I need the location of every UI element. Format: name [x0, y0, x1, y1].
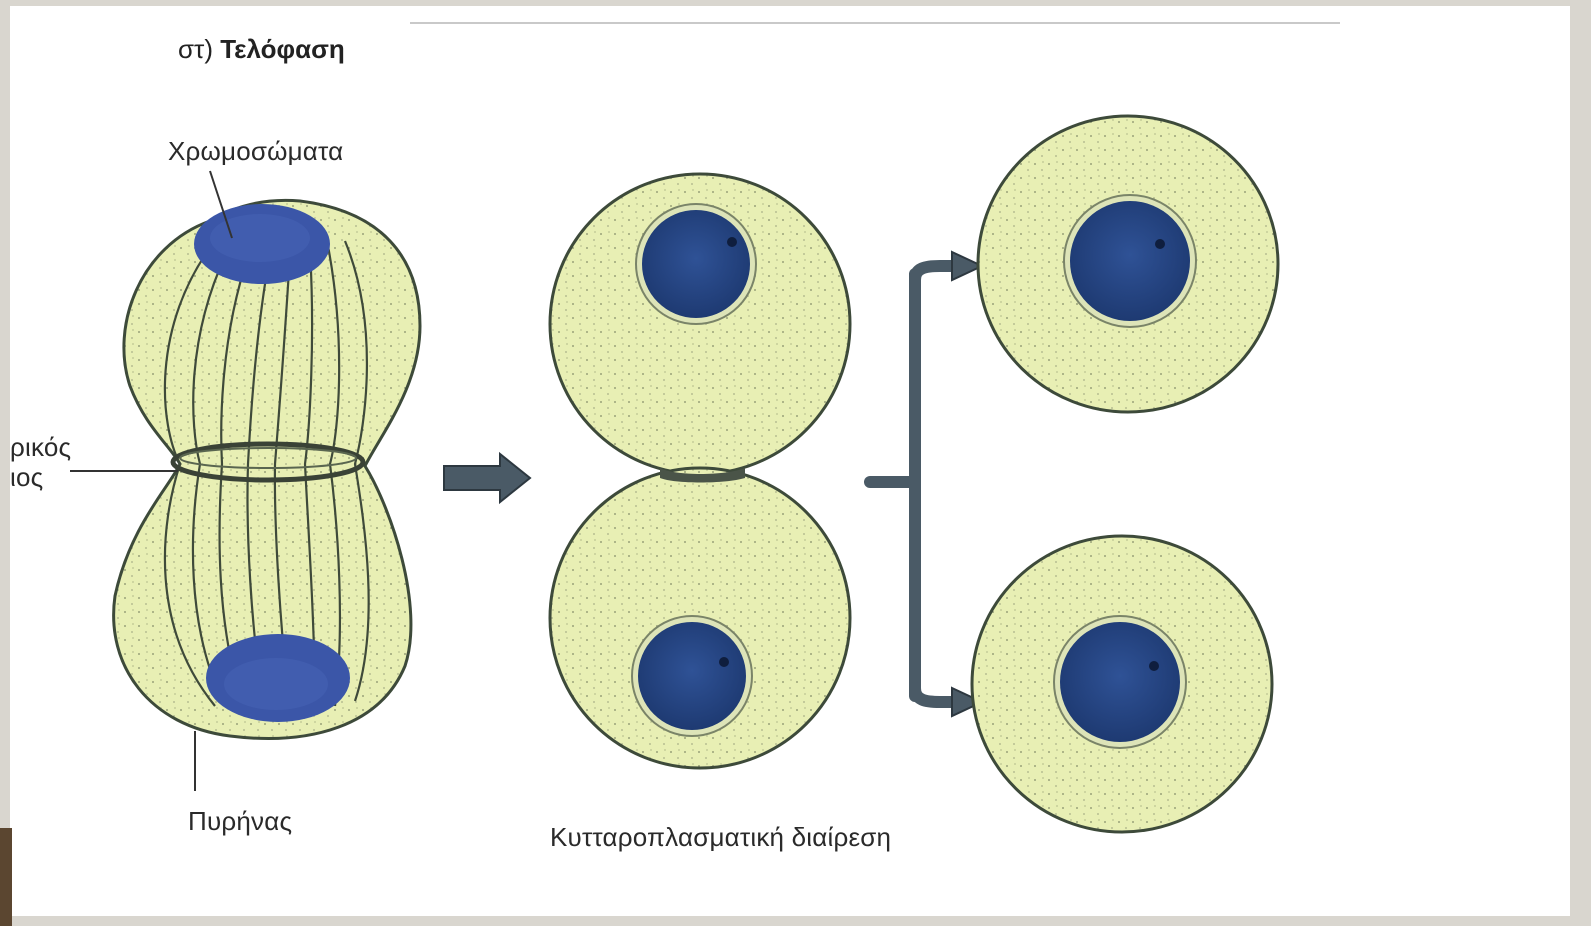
- telophase-cell: [70, 171, 420, 791]
- cytokinesis-label: Κυτταροπλασματική διαίρεση: [550, 822, 891, 853]
- ring-label-line2: ιος: [10, 462, 43, 493]
- stage-name: Τελόφαση: [220, 34, 345, 64]
- ring-label-line1: ρικός: [10, 432, 71, 463]
- daughter-cell-top: [978, 116, 1278, 412]
- nucleus-label: Πυρήνας: [188, 806, 292, 837]
- chromosomes-label: Χρωμοσώματα: [168, 136, 343, 167]
- dividing-cell: [550, 174, 850, 768]
- right-arrow-icon: [444, 454, 530, 502]
- diagram-canvas: στ) Τελόφαση Χρωμοσώματα ρικός ιος Πυρήν…: [10, 6, 1570, 916]
- daughter-cell-bottom: [972, 536, 1272, 832]
- stage-title: στ) Τελόφαση: [178, 34, 345, 65]
- stage-prefix: στ): [178, 34, 213, 64]
- edge-decoration: [0, 828, 12, 926]
- split-bracket-arrow-icon: [870, 266, 960, 702]
